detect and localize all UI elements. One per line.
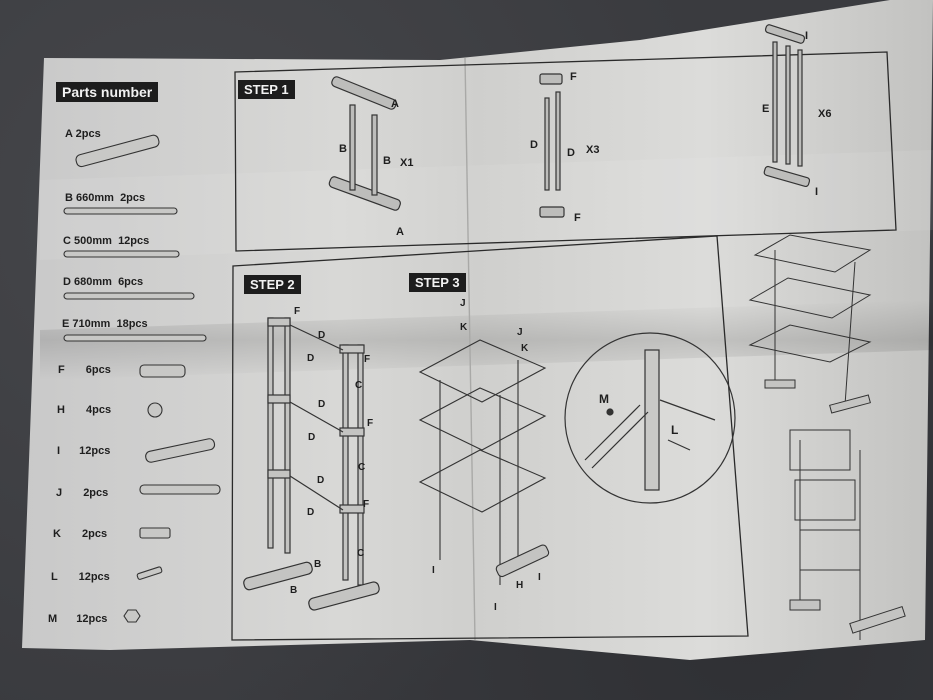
part-qty: 12pcs	[79, 445, 111, 457]
s2-label-d2: D	[307, 353, 315, 364]
part-row-k: K 2pcs	[53, 528, 107, 540]
part-size: 710mm	[72, 318, 111, 330]
part-qty: 6pcs	[118, 276, 144, 288]
s1-label-b-left: B	[339, 143, 347, 155]
assembled-rack-folded	[789, 429, 906, 640]
part-row-b: B 660mm 2pcs	[65, 192, 145, 204]
part-row-h: H 4pcs	[57, 404, 111, 416]
part-qty: 6pcs	[85, 364, 111, 376]
part-row-e: E 710mm 18pcs	[62, 318, 148, 330]
part-row-l: L 12pcs	[51, 571, 110, 583]
part-id: M	[48, 613, 58, 625]
assembled-rack-open	[748, 234, 872, 414]
s2-label-b1: B	[314, 559, 322, 570]
s1-label-x1: X1	[400, 157, 414, 169]
s1-label-a-top: A	[391, 98, 399, 110]
step1-frame-d	[539, 73, 565, 218]
s1-label-x3: X3	[586, 144, 600, 156]
part-size: 660mm	[76, 192, 114, 204]
s3-label-j2: J	[517, 327, 523, 338]
part-qty: 2pcs	[83, 487, 109, 499]
s2-label-f1: F	[294, 306, 301, 317]
part-row-c: C 500mm 12pcs	[63, 235, 149, 247]
step1-tag: STEP 1	[238, 80, 295, 99]
s1-label-b-right: B	[383, 155, 391, 167]
part-row-d: D 680mm 6pcs	[63, 276, 143, 288]
s1-label-f-bottom: F	[574, 212, 581, 224]
step3-rack	[418, 339, 550, 585]
part-row-f: F 6pcs	[58, 364, 111, 376]
part-qty: 4pcs	[86, 404, 112, 416]
part-id: B	[65, 192, 73, 204]
part-size: 680mm	[74, 276, 112, 288]
s2-label-d3: D	[318, 399, 326, 410]
step3-tag: STEP 3	[409, 273, 466, 292]
s3-label-j1: J	[460, 298, 466, 309]
s2-label-d4: D	[308, 432, 316, 443]
part-id: A	[65, 128, 73, 140]
s2-label-f2: F	[364, 354, 371, 365]
s1-label-i-top: I	[805, 30, 809, 42]
s1-label-e: E	[762, 103, 770, 115]
part-id: E	[62, 318, 70, 330]
s2-label-c2: C	[358, 462, 366, 473]
s3-label-i1: I	[432, 565, 435, 576]
part-id: J	[56, 487, 63, 499]
part-id: H	[57, 404, 65, 416]
part-id: I	[57, 445, 61, 457]
s1-label-a-bottom: A	[396, 226, 404, 238]
s1-label-d-left: D	[530, 139, 538, 151]
step23-box	[231, 235, 749, 641]
part-id: F	[58, 364, 65, 376]
part-qty: 12pcs	[118, 235, 150, 247]
s1-label-d-right: D	[567, 147, 575, 159]
part-qty: 12pcs	[78, 571, 110, 583]
s2-label-c3: C	[357, 548, 365, 559]
s2-label-d1: D	[318, 330, 326, 341]
s3-label-k2: K	[521, 343, 529, 354]
parts-header: Parts number	[56, 82, 159, 102]
s3-label-k1: K	[460, 322, 468, 333]
part-row-i: I 12pcs	[57, 445, 110, 457]
part-row-a: A 2pcs	[65, 128, 101, 140]
part-qty: 2pcs	[120, 192, 146, 204]
part-id: K	[53, 528, 61, 540]
s1-label-i-bottom: I	[815, 186, 819, 198]
s2-label-f4: F	[363, 499, 370, 510]
part-id: C	[63, 235, 71, 247]
step1-frame-b	[328, 76, 401, 211]
step1-box	[234, 51, 897, 252]
step2-ladder	[243, 317, 380, 611]
part-qty: 12pcs	[76, 613, 108, 625]
step3-detail-circle	[564, 332, 736, 504]
s2-label-f3: F	[367, 418, 374, 429]
part-size: 500mm	[74, 235, 112, 247]
s2-label-d6: D	[307, 507, 315, 518]
s1-label-x6: X6	[818, 108, 832, 120]
part-qty: 18pcs	[116, 318, 148, 330]
s2-label-b2: B	[290, 585, 298, 596]
step2-tag: STEP 2	[244, 275, 301, 294]
part-id: D	[63, 276, 71, 288]
part-row-j: J 2pcs	[56, 487, 108, 499]
s3-label-m: M	[599, 392, 609, 406]
s1-label-f-top: F	[570, 71, 577, 83]
parts-drawings	[63, 134, 221, 623]
s3-label-h: H	[516, 580, 524, 591]
s3-label-l: L	[671, 423, 679, 437]
part-qty: 2pcs	[82, 528, 108, 540]
step1-frame-e	[763, 24, 811, 188]
s3-label-i2: I	[494, 602, 497, 613]
fold-line	[464, 57, 476, 641]
part-id: L	[51, 571, 58, 583]
part-qty: 2pcs	[75, 128, 101, 140]
s3-label-i3: I	[538, 572, 541, 583]
s2-label-c1: C	[355, 380, 363, 391]
s2-label-d5: D	[317, 475, 325, 486]
part-row-m: M 12pcs	[48, 613, 107, 625]
